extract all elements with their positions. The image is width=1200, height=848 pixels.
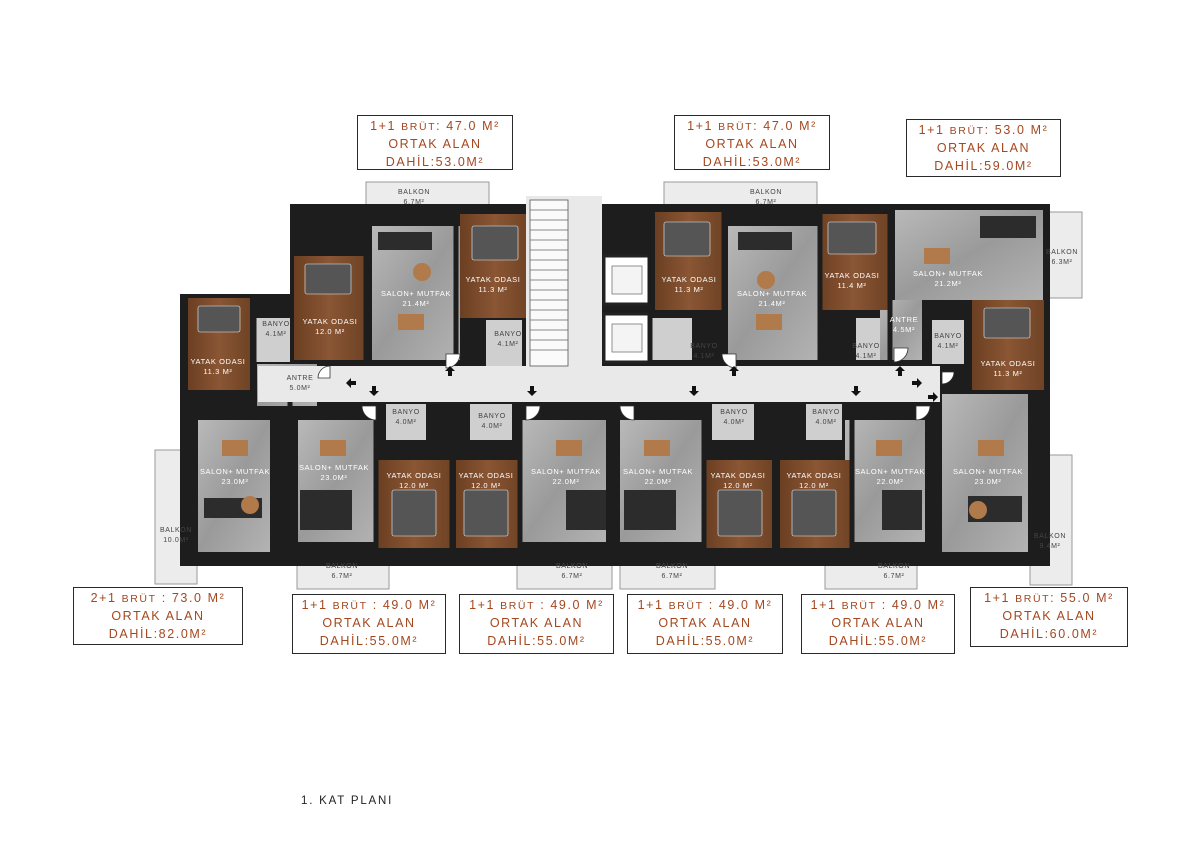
unit-info-box-bottom-4: 1+1 BRÜT : 49.0 M² ORTAK ALAN DAHİL:55.0… bbox=[627, 594, 783, 654]
unit-info-box-bottom-6: 1+1 BRÜT: 55.0 M² ORTAK ALAN DAHİL:60.0M… bbox=[970, 587, 1128, 647]
unit-info-box-top-right: 1+1 BRÜT: 53.0 M² ORTAK ALAN DAHİL:59.0M… bbox=[906, 119, 1061, 177]
unit-info-box-top-center: 1+1 BRÜT: 47.0 M² ORTAK ALAN DAHİL:53.0M… bbox=[674, 115, 830, 170]
unit-info-box-bottom-3: 1+1 BRÜT : 49.0 M² ORTAK ALAN DAHİL:55.0… bbox=[459, 594, 614, 654]
unit-info-box-top-left: 1+1 BRÜT: 47.0 M² ORTAK ALAN DAHİL:53.0M… bbox=[357, 115, 513, 170]
unit-info-box-bottom-5: 1+1 BRÜT : 49.0 M² ORTAK ALAN DAHİL:55.0… bbox=[801, 594, 955, 654]
corridor bbox=[258, 196, 940, 402]
stair-steps bbox=[530, 209, 568, 351]
bathroom-floors bbox=[252, 318, 964, 440]
furniture bbox=[197, 216, 1036, 537]
unit-info-box-bottom-1: 2+1 BRÜT : 73.0 M² ORTAK ALAN DAHİL:82.0… bbox=[73, 587, 243, 645]
interior-walls bbox=[251, 208, 939, 552]
unit-info-box-bottom-2: 1+1 BRÜT : 49.0 M² ORTAK ALAN DAHİL:55.0… bbox=[292, 594, 446, 654]
door-swings bbox=[317, 347, 955, 421]
floor-plan-title: 1. KAT PLANI bbox=[301, 795, 394, 807]
